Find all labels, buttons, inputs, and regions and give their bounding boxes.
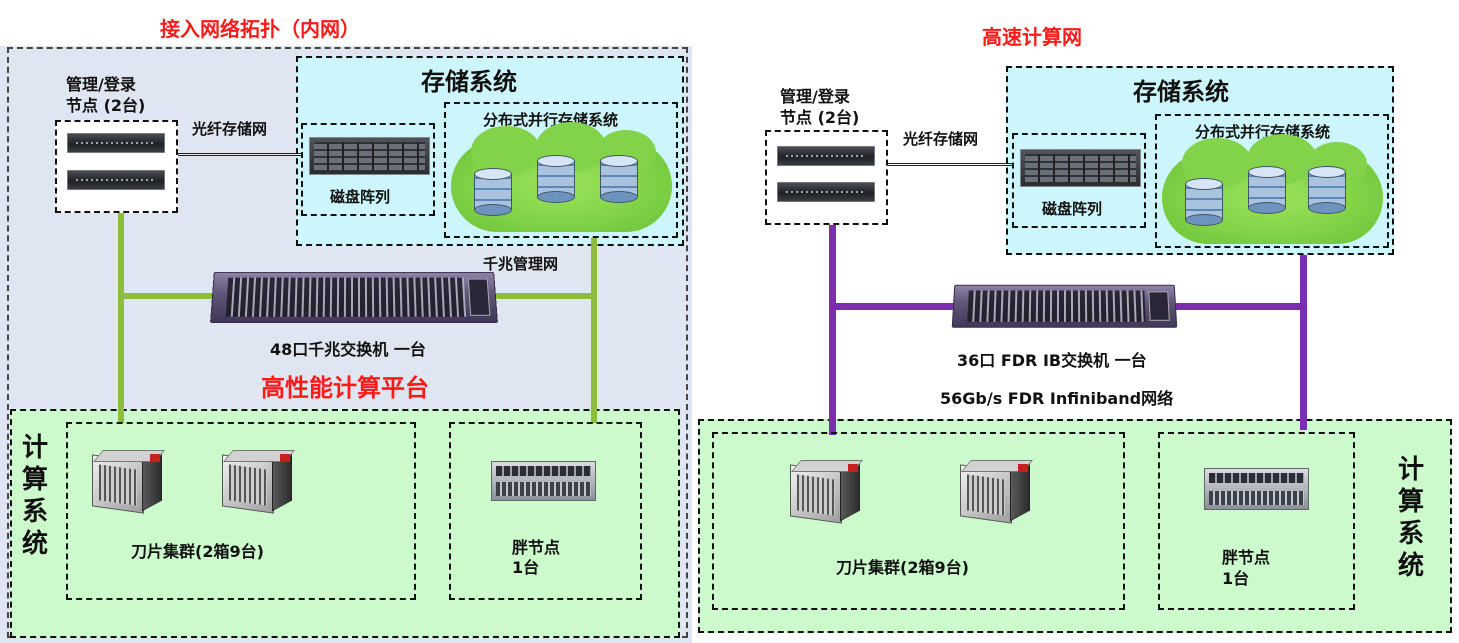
left-line-mgmt-down-2 (118, 409, 124, 423)
left-fiber-label: 光纤存储网 (192, 120, 268, 138)
left-fat-node-label-1: 胖节点 (512, 538, 561, 557)
right-db-icon-2 (1248, 166, 1286, 214)
left-mgmt-server-2 (67, 170, 165, 190)
left-switch-label: 48口千兆交换机 一台 (270, 340, 426, 359)
right-disk-array-box (1012, 133, 1146, 228)
left-network-label: 千兆管理网 (483, 255, 559, 273)
right-blade-chassis-1 (790, 460, 864, 524)
left-fat-node-icon (491, 461, 596, 501)
right-mgmt-label-1: 管理/登录 (780, 87, 850, 106)
left-diagram-title: 接入网络拓扑（内网） (160, 17, 360, 41)
right-mgmt-node-box (765, 130, 888, 225)
left-fat-node-box (449, 422, 642, 600)
right-blade-box (712, 432, 1125, 610)
right-fat-node-label-1: 胖节点 (1222, 548, 1271, 567)
right-fat-node-box (1158, 432, 1355, 610)
right-blade-chassis-2 (960, 460, 1034, 524)
right-db-icon-3 (1308, 166, 1346, 214)
left-db-icon-2 (537, 155, 575, 203)
right-compute-border (698, 419, 1452, 633)
left-switch-icon (210, 271, 498, 323)
left-dist-storage-box (444, 102, 678, 238)
left-mgmt-label-2: 节点 (2台) (66, 96, 146, 115)
left-blade-box (66, 422, 416, 600)
right-storage-title: 存储系统 (1133, 78, 1229, 106)
left-db-icon-3 (600, 155, 638, 203)
left-blade-chassis-2 (222, 450, 296, 514)
right-fiber-link (888, 163, 1012, 166)
right-fat-node-icon (1204, 468, 1309, 510)
right-dist-storage-box (1155, 114, 1389, 248)
right-fiber-label: 光纤存储网 (903, 130, 979, 148)
right-blade-label: 刀片集群(2箱9台) (836, 558, 969, 577)
left-compute-title: 计算系统 (22, 433, 49, 559)
right-network-label: 56Gb/s FDR Infiniband网络 (940, 389, 1174, 408)
right-switch-icon (951, 284, 1178, 328)
left-line-storage-down-2 (591, 409, 597, 423)
left-disk-array-box (301, 123, 435, 216)
left-storage-title: 存储系统 (421, 68, 517, 96)
left-line-mgmt-down (118, 213, 124, 425)
right-fat-node-label-2: 1台 (1222, 569, 1250, 588)
left-compute-border (10, 409, 680, 638)
left-blade-chassis-1 (92, 450, 166, 514)
right-db-icon-1 (1185, 178, 1223, 226)
left-fat-node-label-2: 1台 (512, 558, 540, 577)
left-fiber-link (178, 153, 302, 156)
right-mgmt-server-1 (777, 146, 875, 166)
right-disk-array-icon (1020, 149, 1141, 187)
left-disk-array-icon (309, 137, 430, 175)
right-line-storage-down (1300, 255, 1307, 430)
right-switch-label: 36口 FDR IB交换机 一台 (957, 351, 1147, 370)
left-platform-title: 高性能计算平台 (261, 374, 429, 402)
left-mgmt-label-1: 管理/登录 (66, 75, 136, 94)
right-compute-title: 计算系统 (1398, 455, 1425, 581)
right-disk-array-label: 磁盘阵列 (1042, 200, 1103, 218)
left-disk-array-label: 磁盘阵列 (330, 188, 391, 206)
left-mgmt-server-1 (67, 133, 165, 153)
right-storage-border (1006, 66, 1394, 255)
left-storage-border (296, 56, 684, 246)
left-line-storage-down (591, 238, 597, 425)
right-mgmt-server-2 (777, 182, 875, 202)
left-blade-label: 刀片集群(2箱9台) (131, 542, 264, 561)
right-diagram-title: 高速计算网 (982, 25, 1082, 49)
left-db-icon-1 (474, 168, 512, 216)
right-mgmt-label-2: 节点 (2台) (780, 108, 860, 127)
right-compute-region (698, 419, 1452, 633)
right-line-mgmt-down (829, 225, 836, 435)
